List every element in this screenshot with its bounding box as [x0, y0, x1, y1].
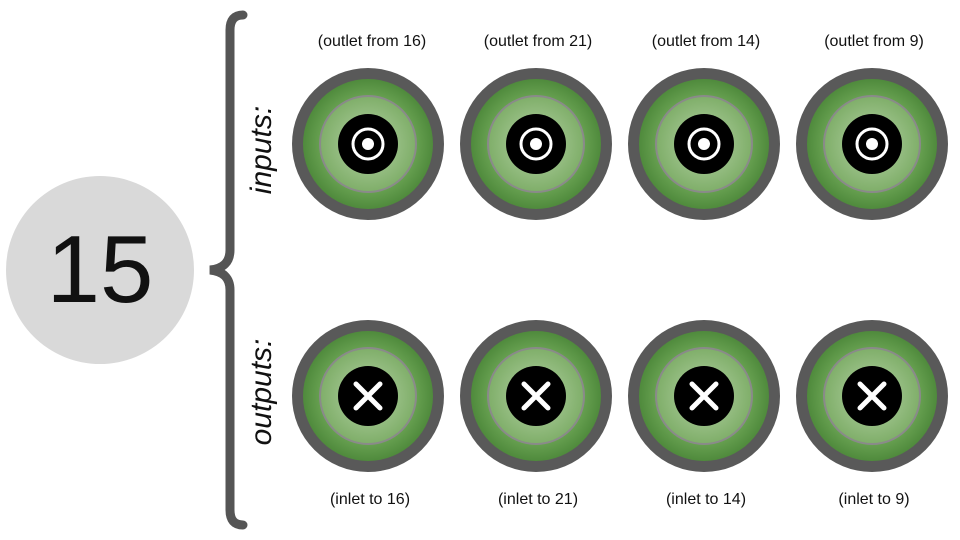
output-port[interactable]: [628, 320, 780, 472]
output-port-label: (inlet to 9): [838, 491, 910, 508]
output-port-label: (inlet to 16): [329, 491, 411, 508]
curly-brace: [209, 10, 248, 530]
input-port[interactable]: [796, 68, 948, 220]
input-port-label: (outlet from 9): [824, 33, 924, 50]
input-port[interactable]: [460, 68, 612, 220]
inputs-label: inputs:: [245, 105, 278, 195]
outputs-label: outputs:: [245, 338, 278, 446]
input-port-label: (outlet from 16): [317, 33, 427, 50]
input-port-label: (outlet from 21): [483, 33, 593, 50]
output-port[interactable]: [796, 320, 948, 472]
output-port-label: (inlet to 21): [497, 491, 579, 508]
output-port-label: (inlet to 14): [665, 491, 747, 508]
output-port[interactable]: [460, 320, 612, 472]
input-port-label: (outlet from 14): [651, 33, 761, 50]
input-port[interactable]: [292, 68, 444, 220]
node-circle: 15: [6, 176, 194, 364]
output-port[interactable]: [292, 320, 444, 472]
node-number: 15: [46, 216, 154, 323]
input-port[interactable]: [628, 68, 780, 220]
